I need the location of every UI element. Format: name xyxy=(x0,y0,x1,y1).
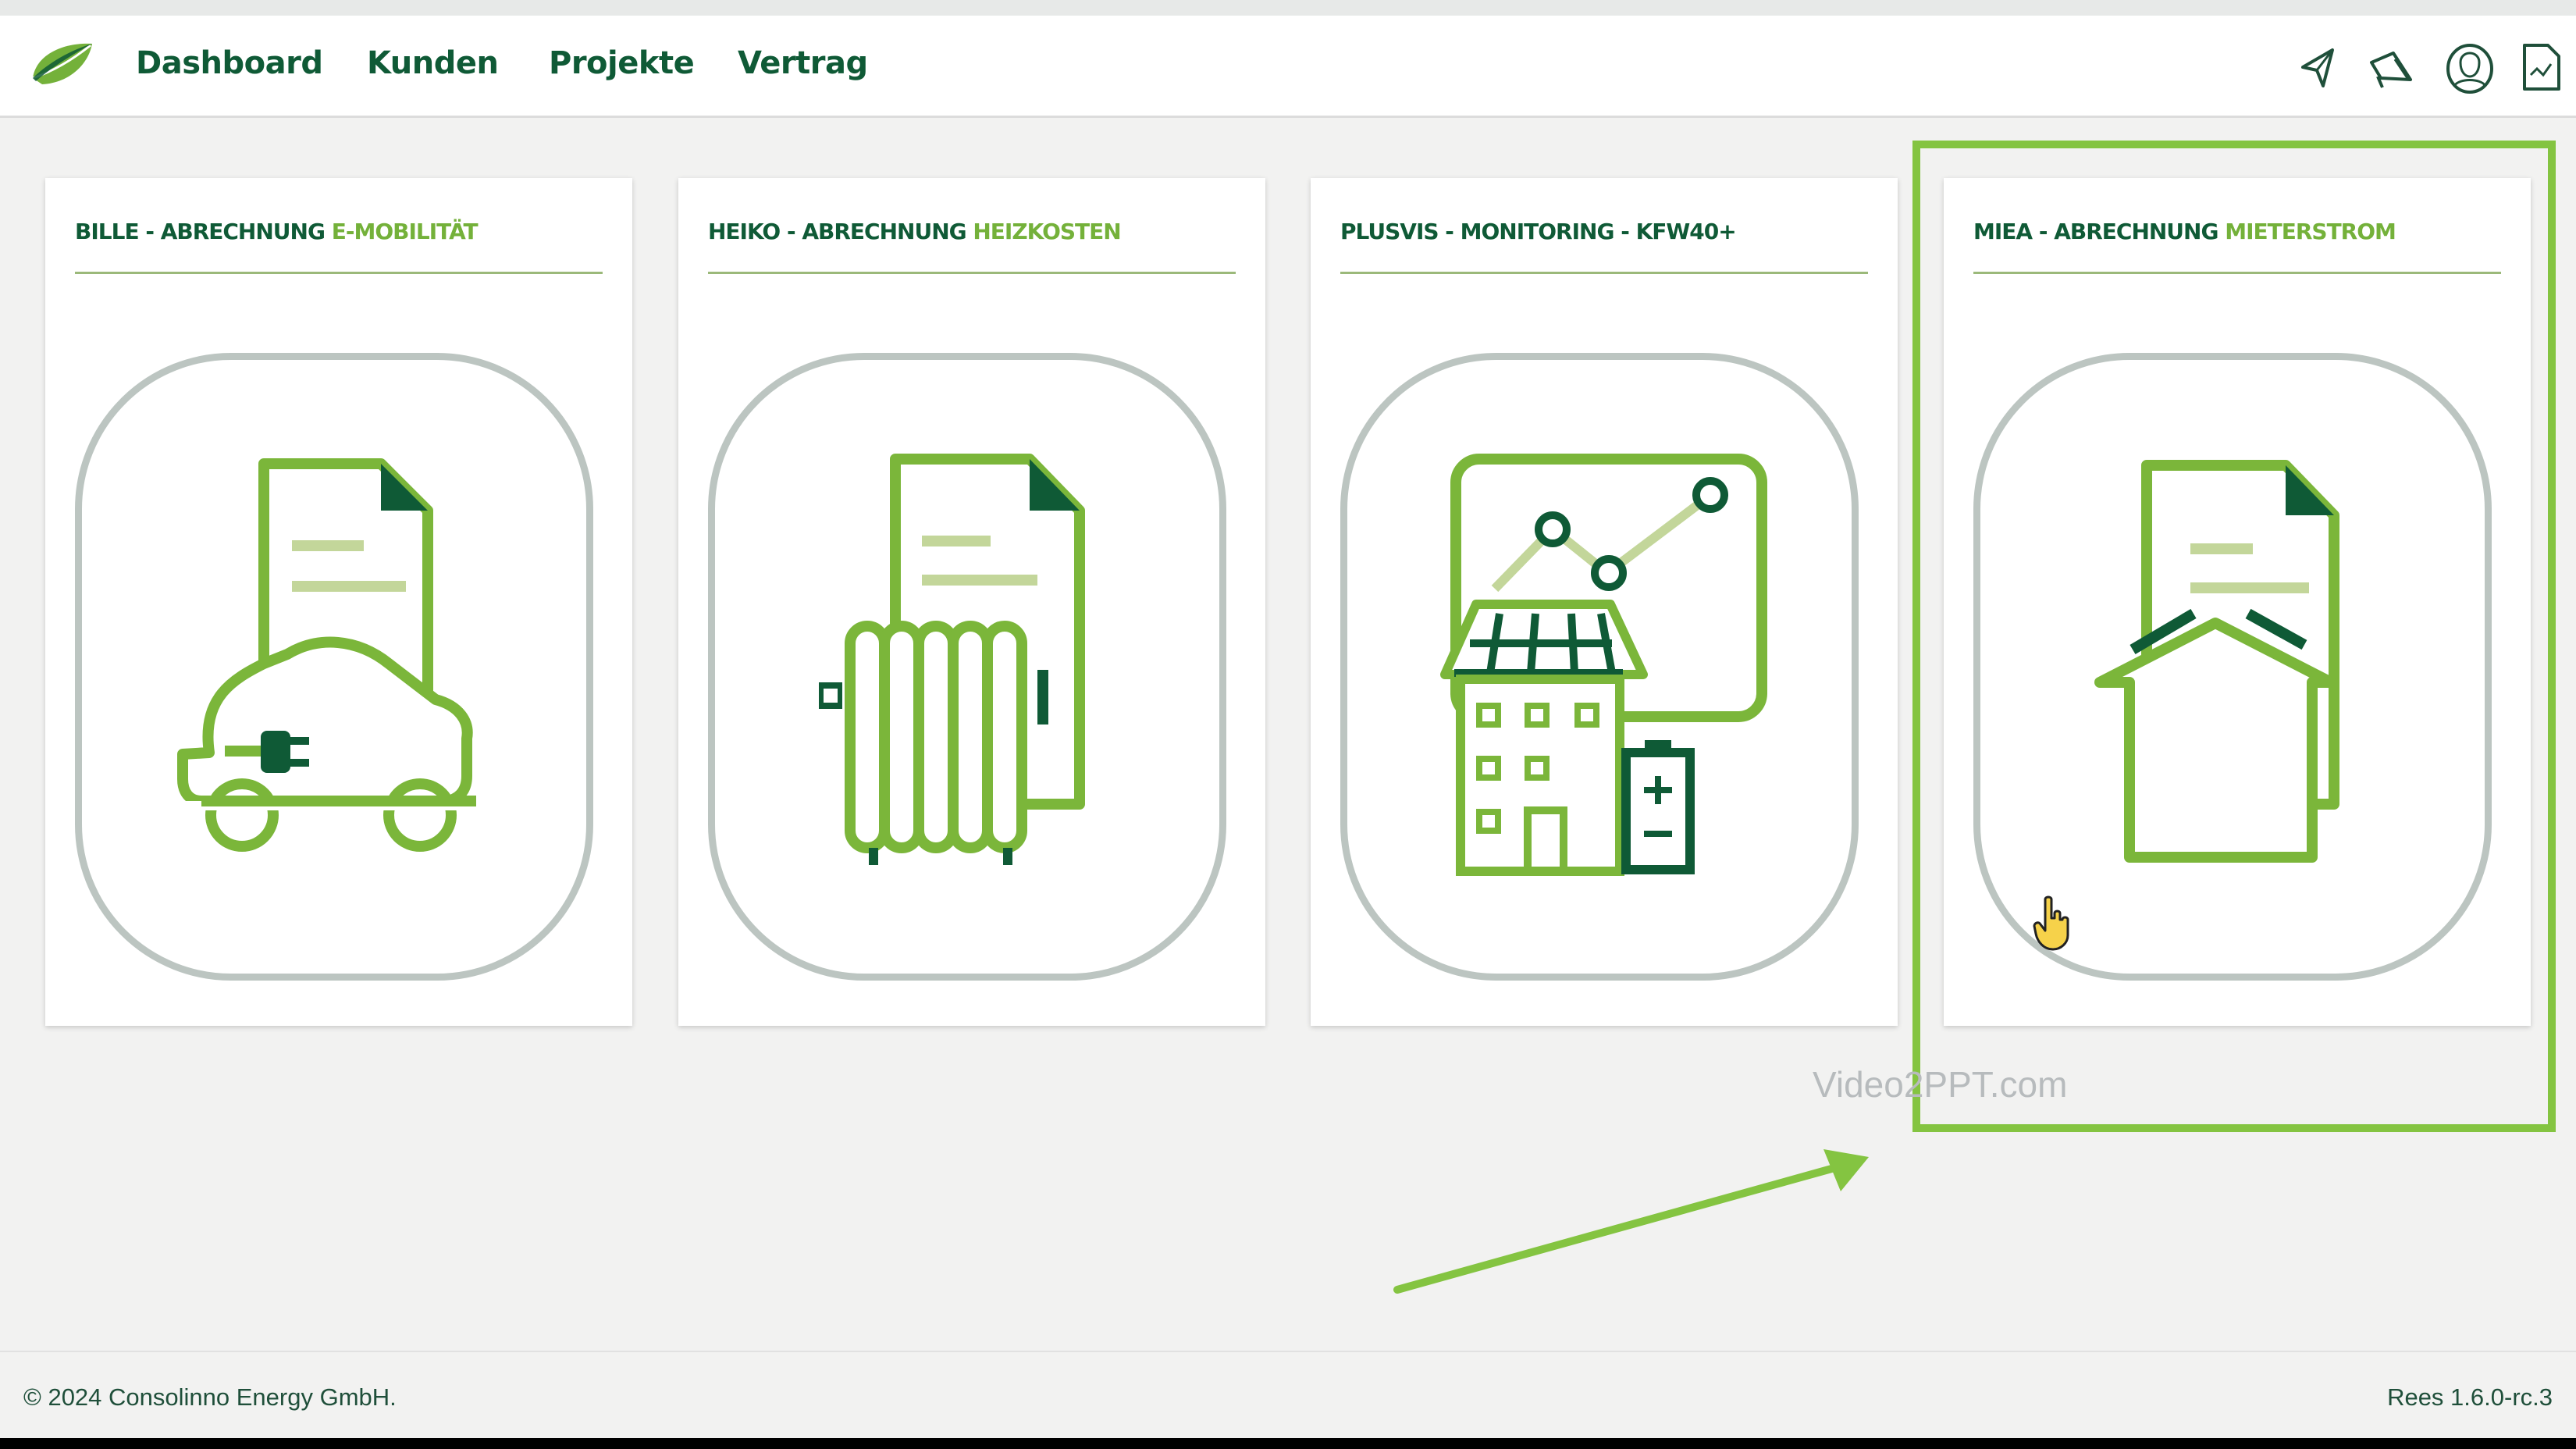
card-icon-tile[interactable] xyxy=(1340,353,1859,981)
consolinno-logo-icon[interactable] xyxy=(28,39,95,89)
nav-projekte[interactable]: Projekte xyxy=(549,45,695,81)
card-icon-tile[interactable] xyxy=(75,353,593,981)
card-heiko[interactable]: HEIKO - ABRECHNUNG HEIZKOSTEN xyxy=(678,178,1265,1026)
feedback-icon[interactable] xyxy=(2292,39,2345,95)
card-title-main: PLUSVIS - MONITORING - KFW40+ xyxy=(1340,219,1737,244)
highlight-box xyxy=(1912,141,2556,1132)
nav-dashboard[interactable]: Dashboard xyxy=(136,45,323,81)
user-account-icon[interactable] xyxy=(2443,39,2496,95)
document-icon[interactable] xyxy=(2515,39,2568,95)
card-miea[interactable]: MIEA - ABRECHNUNG MIETERSTROM xyxy=(1944,178,2531,1026)
version-text: Rees 1.6.0-rc.3 xyxy=(2387,1383,2553,1411)
card-title-main: BILLE - ABRECHNUNG xyxy=(75,219,332,244)
top-strip xyxy=(0,0,2576,16)
card-icon-tile[interactable] xyxy=(1973,353,2492,981)
card-title: HEIKO - ABRECHNUNG HEIZKOSTEN xyxy=(708,219,1236,274)
card-title-main: MIEA - ABRECHNUNG xyxy=(1973,219,2226,244)
nav-vertrag[interactable]: Vertrag xyxy=(738,45,868,81)
card-title: PLUSVIS - MONITORING - KFW40+ xyxy=(1340,219,1868,274)
watermark-text: Video2PPT.com xyxy=(1813,1064,2068,1105)
house-document-icon xyxy=(2094,460,2339,863)
card-icon-tile[interactable] xyxy=(708,353,1226,981)
ev-charging-icon xyxy=(177,458,479,852)
annotation-arrow-icon xyxy=(1393,1149,1869,1294)
card-title: MIEA - ABRECHNUNG MIETERSTROM xyxy=(1973,219,2501,274)
hand-cursor-icon xyxy=(2033,895,2069,951)
card-plusvis[interactable]: PLUSVIS - MONITORING - KFW40+ xyxy=(1311,178,1898,1026)
card-title: BILLE - ABRECHNUNG E-MOBILITÄT xyxy=(75,219,603,274)
announcement-icon[interactable] xyxy=(2365,39,2418,95)
nav-kunden[interactable]: Kunden xyxy=(367,45,499,81)
footer: © 2024 Consolinno Energy GmbH. Rees 1.6.… xyxy=(0,1351,2576,1438)
top-navbar: Dashboard Kunden Projekte Vertrag xyxy=(0,16,2576,118)
card-bille[interactable]: BILLE - ABRECHNUNG E-MOBILITÄT xyxy=(45,178,632,1026)
bottom-strip xyxy=(0,1438,2576,1449)
card-title-accent: HEIZKOSTEN xyxy=(973,219,1121,244)
radiator-icon xyxy=(819,454,1085,865)
card-title-accent: E-MOBILITÄT xyxy=(331,219,479,244)
copyright-text: © 2024 Consolinno Energy GmbH. xyxy=(23,1383,397,1411)
building-monitoring-icon xyxy=(1440,454,1767,876)
card-title-main: HEIKO - ABRECHNUNG xyxy=(708,219,973,244)
card-title-accent: MIETERSTROM xyxy=(2225,219,2396,244)
